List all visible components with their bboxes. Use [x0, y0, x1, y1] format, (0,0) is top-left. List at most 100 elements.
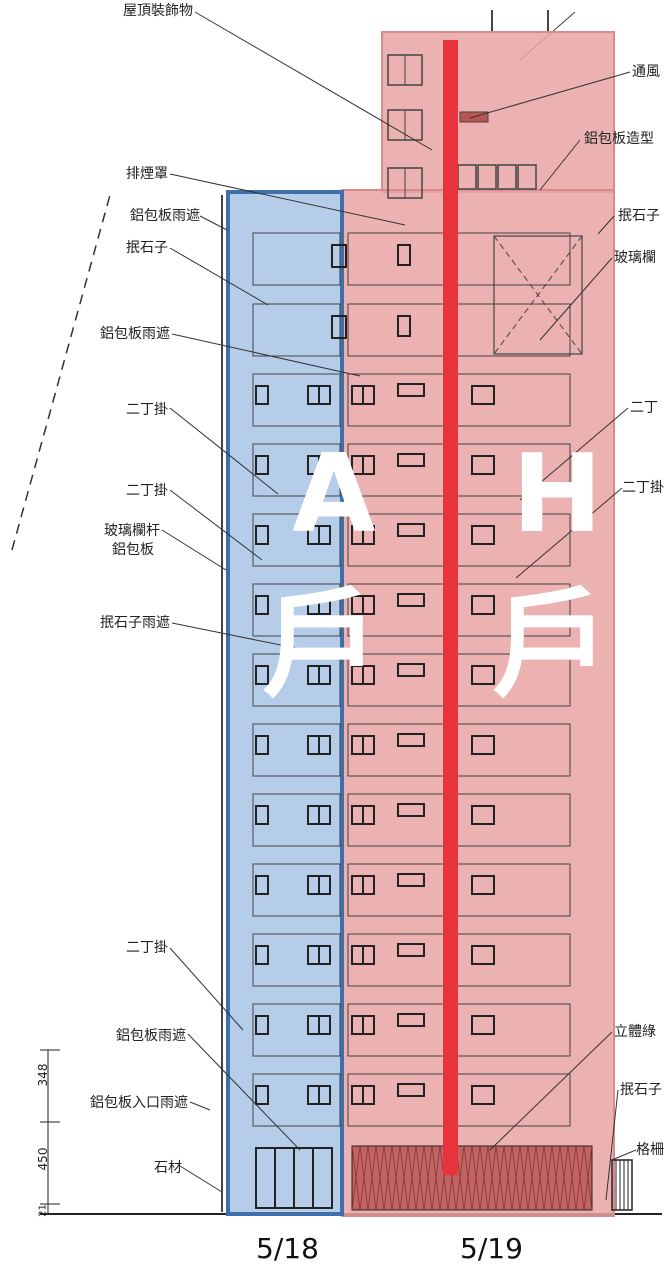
- floor-panel-a: [252, 653, 341, 707]
- label-vent: 通風: [632, 64, 660, 80]
- leader-line: [605, 1089, 619, 1201]
- label-stone-right-bottom: 抿石子: [620, 1082, 662, 1098]
- site-boundary-line: [11, 194, 111, 551]
- label-alu-shape: 鋁包板造型: [584, 131, 654, 147]
- stone-hatch: [431, 1145, 441, 1211]
- stone-hatch: [575, 1145, 585, 1211]
- window-h-wide: [397, 1083, 425, 1097]
- window-h-wide: [397, 593, 425, 607]
- leader-line: [515, 487, 623, 579]
- window-a-small: [255, 875, 269, 895]
- stone-hatch: [367, 1145, 377, 1211]
- glass-rail-cross: [493, 235, 583, 355]
- stone-hatch: [567, 1145, 577, 1211]
- floor-panel-h: [347, 373, 571, 427]
- window-h-double: [471, 595, 495, 615]
- roof-panel: [497, 164, 517, 190]
- floor-panel-h: [347, 1073, 571, 1127]
- floor-panel-a: [252, 232, 341, 286]
- stone-hatch: [375, 1145, 385, 1211]
- window-h-double: [471, 665, 495, 685]
- leader-line: [189, 1101, 211, 1111]
- floor-panel-a: [252, 303, 341, 357]
- window-door: [397, 315, 411, 337]
- label-alu-panel: 鋁包板: [112, 542, 154, 558]
- window-h-double: [471, 805, 495, 825]
- window-h-wide: [397, 873, 425, 887]
- leader-line: [169, 247, 269, 306]
- stone-hatch: [359, 1145, 369, 1211]
- leader-line: [169, 173, 406, 226]
- roof-panel: [517, 164, 537, 190]
- roof-panel: [477, 164, 497, 190]
- leader-line: [597, 215, 615, 235]
- leader-line: [169, 407, 279, 495]
- window-h-wide: [397, 453, 425, 467]
- label-tile-right-1: 二丁: [630, 400, 658, 416]
- leader-line: [539, 139, 581, 191]
- dimension-348: 348: [36, 1063, 50, 1087]
- window-h-wide: [397, 1013, 425, 1027]
- stone-hatch: [503, 1145, 513, 1211]
- floor-panel-h: [347, 653, 571, 707]
- window-h-double: [471, 875, 495, 895]
- stone-hatch: [519, 1145, 529, 1211]
- floor-panel-a: [252, 863, 341, 917]
- window-h-double: [471, 945, 495, 965]
- leader-line: [171, 333, 361, 377]
- floor-panel-a: [252, 933, 341, 987]
- floor-panel-h: [347, 1003, 571, 1057]
- label-roof-decoration: 屋頂裝飾物: [123, 3, 193, 19]
- stone-hatch: [415, 1145, 425, 1211]
- floor-panel-h: [347, 443, 571, 497]
- floor-panel-h: [347, 303, 571, 357]
- label-grille: 格柵: [636, 1142, 664, 1158]
- window-h-wide: [397, 663, 425, 677]
- label-tile-right-2: 二丁掛: [622, 480, 664, 496]
- label-smoke-hood: 排煙罩: [126, 166, 168, 182]
- floor-panel-h: [347, 723, 571, 777]
- stone-hatch: [351, 1145, 361, 1211]
- stone-hatch: [479, 1145, 489, 1211]
- stone-hatch: [511, 1145, 521, 1211]
- label-stone-wash-right: 抿石子: [618, 208, 660, 224]
- label-glass-rail: 玻璃欄杆: [104, 523, 160, 539]
- stone-hatch: [551, 1145, 561, 1211]
- leader-line: [171, 622, 331, 656]
- stone-hatch: [455, 1145, 465, 1211]
- stone-hatch: [527, 1145, 537, 1211]
- label-alu-canopy-2: 鋁包板雨遮: [100, 326, 170, 342]
- stone-cladding: [351, 1145, 593, 1211]
- label-stone-canopy: 抿石子雨遮: [100, 615, 170, 631]
- window-door: [331, 244, 347, 268]
- window-h-double: [471, 455, 495, 475]
- label-tile-1: 二丁掛: [126, 402, 168, 418]
- unit-a-char: 戶: [262, 576, 381, 714]
- stone-hatch: [583, 1145, 593, 1211]
- window-h-double: [471, 385, 495, 405]
- unit-h-letter: H: [512, 432, 603, 557]
- floor-panel-a: [252, 583, 341, 637]
- floor-panel-a: [252, 1073, 341, 1127]
- leader-line: [469, 71, 631, 119]
- floor-panel-h: [347, 583, 571, 637]
- floor-panel-h: [347, 513, 571, 567]
- window-a-small: [255, 1015, 269, 1035]
- window-h-wide: [397, 523, 425, 537]
- stone-hatch: [471, 1145, 481, 1211]
- floor-panel-h: [347, 232, 571, 286]
- label-stone-wash: 抿石子: [126, 240, 168, 256]
- stone-hatch: [535, 1145, 545, 1211]
- stone-hatch: [543, 1145, 553, 1211]
- window-h-double: [471, 1085, 495, 1105]
- label-tile-3: 二丁掛: [126, 940, 168, 956]
- stone-hatch: [463, 1145, 473, 1211]
- window-h-wide: [397, 943, 425, 957]
- window-a-small: [255, 595, 269, 615]
- stone-hatch: [559, 1145, 569, 1211]
- date-right: 5/19: [460, 1232, 523, 1265]
- window-a-small: [255, 1085, 269, 1105]
- window-h-double: [471, 735, 495, 755]
